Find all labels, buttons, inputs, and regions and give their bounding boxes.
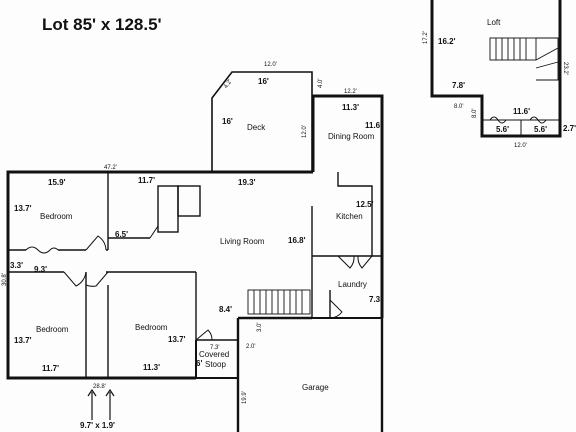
room-label-garage: Garage — [302, 383, 329, 392]
dim-loft-17-2: 17.2' — [423, 31, 429, 44]
stairs — [247, 289, 311, 315]
deck — [211, 71, 313, 173]
dim-loft-2-7: 2.7' — [563, 124, 576, 133]
dim-bath-6-5: 6.5' — [115, 230, 128, 239]
dim-living-19-3: 19.3' — [238, 178, 256, 187]
dim-loft-8-0b: 8.0' — [472, 109, 478, 119]
dim-loft-23-2: 23.2' — [562, 62, 568, 75]
dim-stair-8-4: 8.4' — [219, 305, 232, 314]
dim-hall-3-3: 3.3' — [10, 261, 23, 270]
dim-deck-16-left: 16' — [222, 117, 233, 126]
dim-bath-11-7: 11.7' — [138, 176, 155, 185]
dim-deck-4-2: 4.2' — [223, 79, 233, 90]
dim-stair-3-0: 3.0' — [257, 323, 263, 333]
dim-stoop-7-3: 7.3' — [210, 345, 220, 351]
dimension-labels: 12.0' 16' 16' 4.2' 4.0' 12.0' 12.2' 11.3… — [2, 31, 576, 430]
dim-deck-right: 12.0' — [302, 125, 308, 138]
room-label-dining: Dining Room — [328, 132, 375, 141]
dim-dining-11-6: 11.6' — [365, 121, 382, 130]
dim-garage-19-9: 19.9' — [242, 391, 248, 404]
doors — [25, 225, 373, 341]
dim-loft-5-6b: 5.6' — [534, 125, 547, 134]
dim-laundry-7-3: 7.3' — [369, 295, 382, 304]
lot-title: Lot 85' x 128.5' — [42, 15, 162, 34]
room-label-bedroom-right: Bedroom — [135, 323, 168, 332]
room-label-loft: Loft — [487, 18, 501, 27]
dim-overall-47-2: 47.2' — [104, 165, 117, 171]
dim-bed-left-13-7: 13.7' — [14, 336, 32, 345]
dim-stoop-2-0: 2.0' — [246, 344, 256, 350]
dim-hall-9-3: 9.3' — [34, 265, 47, 274]
dim-kitchen-12-5: 12.5' — [356, 200, 374, 209]
dim-bed-top-15-9: 15.9' — [48, 178, 66, 187]
dim-bed-right-13-7: 13.7' — [168, 335, 186, 344]
interior-walls — [8, 172, 384, 432]
dim-bed-top-13-7: 13.7' — [14, 204, 32, 213]
dim-entry-walk: 9.7' x 1.9' — [80, 421, 115, 430]
room-label-stoop-2: Stoop — [205, 360, 226, 369]
dim-bed-left-11-7: 11.7' — [42, 364, 59, 373]
dim-deck-4-0: 4.0' — [318, 79, 324, 89]
dim-loft-11-6: 11.6' — [513, 107, 530, 116]
room-labels: Deck Dining Room Kitchen Living Room Lau… — [36, 18, 501, 392]
room-label-kitchen: Kitchen — [336, 212, 363, 221]
dim-loft-7-8: 7.8' — [452, 81, 465, 90]
dim-loft-16-2: 16.2' — [438, 37, 456, 46]
dim-dining-11-3: 11.3' — [342, 103, 359, 112]
dim-living-16-8: 16.8' — [288, 236, 306, 245]
room-label-laundry: Laundry — [338, 280, 367, 289]
dim-stoop-6: 6' — [196, 359, 202, 368]
room-label-deck: Deck — [247, 123, 266, 132]
dim-bed-right-11-3: 11.3' — [143, 363, 160, 372]
dim-loft-12-0: 12.0' — [514, 143, 527, 149]
entry-arrows — [87, 388, 115, 420]
dim-left-side: 30.8' — [2, 273, 8, 286]
loft-stairs — [489, 37, 559, 81]
exterior-walls — [6, 94, 384, 380]
dim-deck-16-top: 16' — [258, 77, 269, 86]
room-label-bedroom-left: Bedroom — [36, 325, 69, 334]
room-label-bedroom-top: Bedroom — [40, 212, 73, 221]
dim-loft-8-0a: 8.0' — [454, 104, 464, 110]
loft — [430, 0, 562, 138]
room-label-living: Living Room — [220, 237, 265, 246]
room-label-stoop-1: Covered — [199, 350, 229, 359]
dim-loft-5-6a: 5.6' — [496, 125, 509, 134]
dim-entry-28-8: 28.8' — [93, 384, 106, 390]
dim-dining-12-2: 12.2' — [344, 89, 357, 95]
dim-deck-top: 12.0' — [264, 62, 277, 68]
